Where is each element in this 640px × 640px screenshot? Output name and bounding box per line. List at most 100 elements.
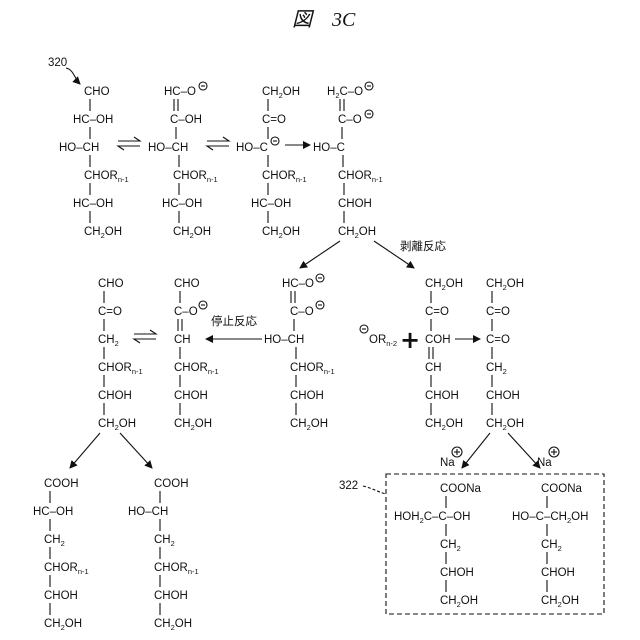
svg-text:CH2: CH2 <box>440 539 461 553</box>
svg-text:CH2: CH2 <box>154 534 175 548</box>
svg-text:Na: Na <box>537 457 552 469</box>
equilibrium-arrow-2 <box>207 137 229 150</box>
svg-text:CH2: CH2 <box>486 362 507 376</box>
svg-text:CHORn-1: CHORn-1 <box>262 170 307 184</box>
svg-text:C–OH: C–OH <box>170 114 202 126</box>
plus-sign: + <box>400 326 420 354</box>
svg-text:CH2OH: CH2OH <box>262 86 300 100</box>
svg-text:COOH: COOH <box>44 478 79 490</box>
structure-s6: CHO C–O CH CHORn-1 CHOH CH2OH <box>174 278 219 432</box>
sodium-label-left: Na <box>440 447 462 469</box>
svg-text:C–O: C–O <box>290 306 314 318</box>
svg-text:HC–OH: HC–OH <box>251 198 291 210</box>
leaving-group: ORn-2 <box>360 325 397 348</box>
svg-text:CHORn-1: CHORn-1 <box>174 362 219 376</box>
structure-s13: COONa HO–C–CH2OH CH2 CHOH CH2OH <box>512 483 588 609</box>
svg-text:COOH: COOH <box>154 478 189 490</box>
structure-s7: CHO C=O CH2 CHORn-1 CHOH CH2OH <box>98 278 143 432</box>
svg-text:CHOH: CHOH <box>425 390 459 402</box>
svg-text:CH2OH: CH2OH <box>290 418 328 432</box>
svg-text:HC–OH: HC–OH <box>73 114 113 126</box>
svg-text:C=O: C=O <box>262 114 286 126</box>
svg-text:C=O: C=O <box>486 334 510 346</box>
svg-text:CH2: CH2 <box>44 534 65 548</box>
svg-text:CH2OH: CH2OH <box>154 618 192 632</box>
svg-text:C=O: C=O <box>98 306 122 318</box>
svg-text:CH2OH: CH2OH <box>98 418 136 432</box>
svg-text:CHO: CHO <box>98 278 124 290</box>
ref-label-320: 320 <box>48 57 67 69</box>
stopping-reaction-label: 停止反応 <box>211 314 257 328</box>
structure-s1: CHO HC–OH HO–CH CHORn-1 HC–OH CH2OH <box>59 86 129 240</box>
svg-text:CHORn-1: CHORn-1 <box>173 170 218 184</box>
svg-text:HO–CH: HO–CH <box>148 142 188 154</box>
structure-s3: CH2OH C=O HO–C CHORn-1 HC–OH CH2OH <box>236 86 307 240</box>
svg-text:C=O: C=O <box>486 306 510 318</box>
svg-text:CH2: CH2 <box>98 334 119 348</box>
svg-text:CHORn-1: CHORn-1 <box>290 362 335 376</box>
svg-text:CH2OH: CH2OH <box>486 418 524 432</box>
structure-s10: COOH HC–OH CH2 CHORn-1 CHOH CH2OH <box>33 478 89 632</box>
svg-text:CH2OH: CH2OH <box>425 418 463 432</box>
ref-pointer-320 <box>66 68 80 84</box>
svg-text:C=O: C=O <box>425 306 449 318</box>
equilibrium-arrow-3 <box>134 330 156 343</box>
svg-text:CH: CH <box>174 334 191 346</box>
svg-text:CHOH: CHOH <box>174 390 208 402</box>
svg-text:CH2OH: CH2OH <box>440 595 478 609</box>
svg-text:HC–OH: HC–OH <box>73 198 113 210</box>
svg-text:CH2OH: CH2OH <box>84 226 122 240</box>
svg-text:CHORn-1: CHORn-1 <box>338 170 383 184</box>
structure-s8: CH2OH C=O COH CH CHOH CH2OH <box>425 278 463 432</box>
svg-text:HOH2C–C–OH: HOH2C–C–OH <box>394 511 470 525</box>
svg-text:CH2OH: CH2OH <box>338 226 376 240</box>
arrow-s7-s11 <box>120 433 152 468</box>
structure-s9: CH2OH C=O C=O CH2 CHOH CH2OH <box>486 278 524 432</box>
svg-text:CH2OH: CH2OH <box>173 226 211 240</box>
svg-text:CH: CH <box>425 362 442 374</box>
svg-text:CHO: CHO <box>84 86 110 98</box>
peeling-reaction-label: 剥離反応 <box>400 239 446 253</box>
equilibrium-arrow-1 <box>118 137 140 150</box>
svg-text:Na: Na <box>440 457 455 469</box>
arrow-s7-s10 <box>70 433 100 468</box>
svg-text:HO–C: HO–C <box>313 142 345 154</box>
svg-text:CH2: CH2 <box>541 539 562 553</box>
svg-text:COONa: COONa <box>440 483 482 495</box>
structure-s2: HC–O C–OH HO–CH CHORn-1 HC–OH CH2OH <box>148 82 218 240</box>
svg-text:C–O: C–O <box>174 306 198 318</box>
ref-pointer-322 <box>363 486 386 494</box>
svg-text:ORn-2: ORn-2 <box>369 334 397 348</box>
svg-text:CHOH: CHOH <box>440 567 474 579</box>
svg-text:HC–OH: HC–OH <box>162 198 202 210</box>
svg-text:CHOH: CHOH <box>154 590 188 602</box>
svg-text:CHOH: CHOH <box>338 198 372 210</box>
svg-text:HO–CH: HO–CH <box>128 506 168 518</box>
structure-s12: COONa HOH2C–C–OH CH2 CHOH CH2OH <box>394 483 482 609</box>
product-box-322 <box>386 474 604 614</box>
svg-text:CH2OH: CH2OH <box>541 595 579 609</box>
svg-text:CH2OH: CH2OH <box>44 618 82 632</box>
structure-s11: COOH HO–CH CH2 CHORn-1 CHOH CH2OH <box>128 478 199 632</box>
arrow-s9-s12 <box>462 433 490 468</box>
arrow-s9-s13 <box>508 433 540 468</box>
svg-text:CHOH: CHOH <box>44 590 78 602</box>
svg-text:CHOH: CHOH <box>98 390 132 402</box>
svg-text:CHORn-1: CHORn-1 <box>154 562 199 576</box>
figure-title: 図 3C <box>292 9 356 31</box>
svg-text:CHORn-1: CHORn-1 <box>84 170 129 184</box>
svg-text:CHO: CHO <box>174 278 200 290</box>
arrow-s4-s5 <box>300 241 340 268</box>
structure-s5: HC–O C–O HO–CH CHORn-1 CHOH CH2OH <box>264 274 335 432</box>
svg-text:CH2OH: CH2OH <box>174 418 212 432</box>
svg-text:CHOH: CHOH <box>541 567 575 579</box>
svg-text:CH2OH: CH2OH <box>425 278 463 292</box>
svg-text:HC–O: HC–O <box>282 278 314 290</box>
ref-label-322: 322 <box>339 480 358 492</box>
svg-text:CH2OH: CH2OH <box>262 226 300 240</box>
svg-text:HO–C: HO–C <box>236 142 268 154</box>
svg-text:COONa: COONa <box>541 483 583 495</box>
svg-text:COH: COH <box>425 334 451 346</box>
svg-text:CH2OH: CH2OH <box>486 278 524 292</box>
